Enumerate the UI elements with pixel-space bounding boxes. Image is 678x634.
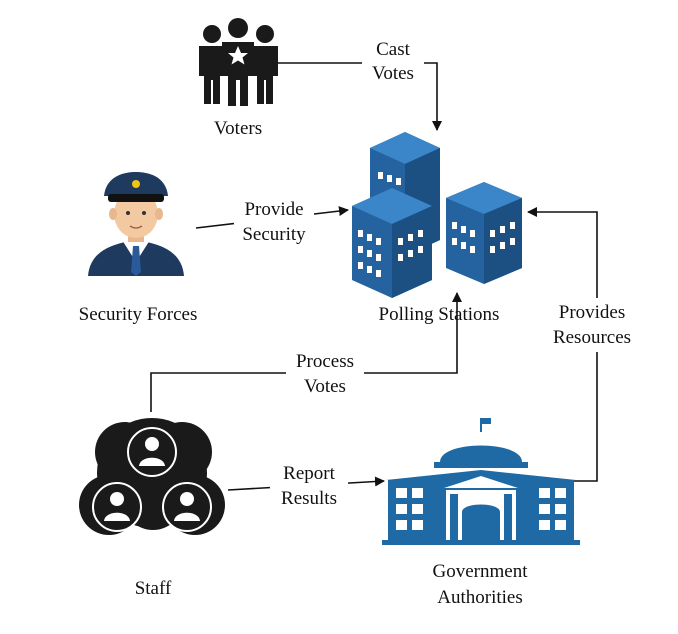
edge-report-results: Report Results — [227, 460, 385, 512]
police-officer-icon — [88, 172, 184, 276]
edge-label-resources: Resources — [553, 327, 631, 348]
edge-label-provide: Provide — [244, 199, 303, 220]
edge-provide-security: Provide Security — [195, 197, 349, 247]
edge-label-votes: Votes — [372, 63, 414, 84]
buildings-icon — [352, 132, 522, 298]
node-label-security-forces: Security Forces — [79, 304, 198, 325]
edge-label-cast: Cast — [376, 39, 411, 60]
team-circle-icon — [79, 418, 225, 535]
edge-label-report: Report — [283, 463, 335, 484]
edge-label-votes-2: Votes — [304, 376, 346, 397]
node-label-voters: Voters — [214, 118, 262, 139]
edge-cast-votes: Cast Votes — [278, 38, 442, 131]
edge-label-provides: Provides — [559, 302, 626, 323]
node-label-authorities: Authorities — [437, 587, 523, 608]
edge-label-process: Process — [296, 351, 354, 372]
node-label-polling-stations: Polling Stations — [379, 304, 500, 325]
node-label-staff: Staff — [135, 578, 172, 599]
voters-group-icon — [199, 18, 278, 106]
edge-label-results: Results — [281, 488, 337, 509]
node-label-government: Government — [433, 561, 529, 582]
edge-provides-resources: Provides Resources — [527, 207, 644, 482]
government-building-icon — [382, 418, 580, 545]
edge-label-security: Security — [242, 224, 306, 245]
edge-process-votes: Process Votes — [150, 292, 462, 412]
